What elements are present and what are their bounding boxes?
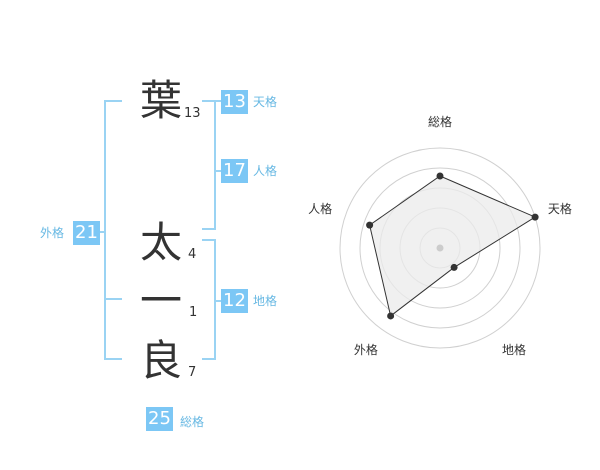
radar-grid-ring [339, 147, 541, 349]
chikaku-bracket [202, 239, 216, 360]
radar-point-3 [450, 263, 458, 271]
name-char-3: 一 [140, 276, 183, 325]
radar-point-5 [366, 221, 374, 229]
gaikaku-label: 外格 [40, 226, 65, 240]
radar-grid-ring [359, 167, 521, 329]
name-char-2: 太 [140, 218, 183, 267]
gaikaku-mid-tick [104, 298, 122, 300]
chikaku-badge: 12 [221, 289, 248, 313]
chikaku-label: 地格 [253, 294, 278, 308]
radar-center-dot [436, 244, 444, 252]
soukaku-label: 総格 [180, 415, 205, 429]
radar-axis-label-3: 地格 [502, 342, 526, 357]
stroke-count-2: 4 [188, 247, 197, 262]
tenkaku-badge: 13 [221, 90, 248, 114]
radar-point-2 [531, 213, 539, 221]
stroke-count-4: 7 [188, 365, 197, 380]
radar-polygon [369, 175, 537, 317]
stroke-count-1: 13 [184, 106, 201, 121]
soukaku-badge: 25 [146, 407, 173, 431]
radar-point-4 [387, 312, 395, 320]
jinkaku-label: 人格 [253, 164, 278, 178]
stroke-count-3: 1 [189, 305, 198, 320]
gaikaku-connector [96, 231, 106, 233]
tenkaku-label: 天格 [253, 95, 278, 109]
radar-axis-label-2: 天格 [548, 201, 572, 216]
chikaku-connector [214, 300, 222, 302]
radar-axis-label-4: 外格 [354, 342, 378, 357]
jinkaku-connector [214, 170, 222, 172]
tenkaku-connector [203, 100, 223, 102]
gaikaku-badge: 21 [73, 221, 100, 245]
jinkaku-badge: 17 [221, 159, 248, 183]
name-char-1: 葉 [140, 76, 183, 125]
gaikaku-bracket [104, 100, 122, 360]
radar-axis-label-1: 総格 [428, 114, 452, 129]
name-char-4: 良 [140, 336, 183, 385]
radar-axis-label-5: 人格 [308, 201, 332, 216]
radar-point-1 [436, 172, 444, 180]
